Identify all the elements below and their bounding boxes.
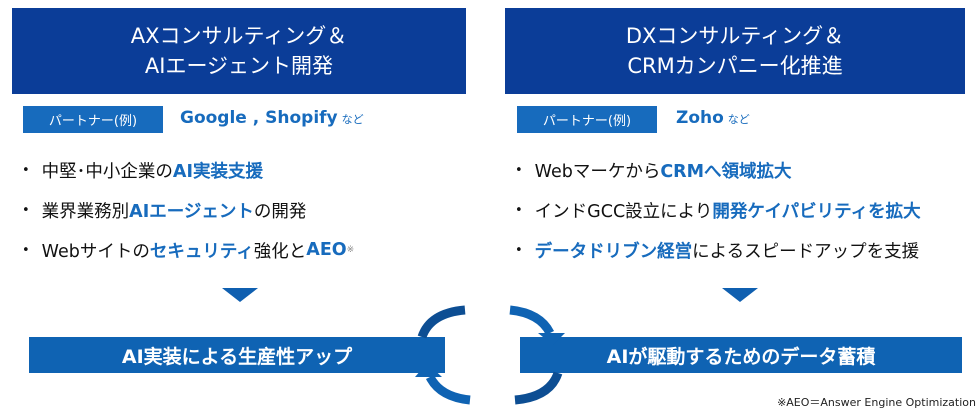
right-header: DXコンサルティング＆ CRMカンパニー化推進 [505, 8, 965, 94]
right-partners-suffix: など [727, 113, 750, 126]
highlighted-text: データドリブン経営 [534, 241, 693, 262]
left-bullet-list: 中堅･中小企業のAI実装支援業界業務別AIエージェントの開発Webサイトのセキュ… [22, 150, 355, 270]
footnote-mark: ※ [346, 245, 355, 255]
right-result-bar: AIが駆動するためのデータ蓄積 [520, 337, 962, 373]
bullet-text: 強化と [253, 241, 307, 262]
cycle-arrows-icon [415, 305, 565, 405]
left-partner-names: Google , Shopify [180, 108, 338, 128]
left-result-bar: AI実装による生産性アップ [29, 337, 445, 373]
highlighted-text: AEO [306, 240, 347, 260]
bullet-text: の開発 [253, 201, 307, 222]
left-partners-suffix: など [341, 113, 364, 126]
left-title-line2: AIエージェント開発 [144, 54, 334, 78]
bullet-text: 中堅･中小企業の [41, 161, 173, 182]
bullet-text: によるスピードアップを支援 [692, 241, 920, 262]
left-down-arrow-icon [222, 288, 258, 302]
left-header: AXコンサルティング＆ AIエージェント開発 [12, 8, 466, 94]
highlighted-text: AI実装支援 [172, 161, 263, 182]
bullet-text: インドGCC設立により [534, 201, 713, 222]
right-title-line2: CRMカンパニー化推進 [627, 54, 843, 78]
right-bullet-list: WebマーケからCRMへ領域拡大インドGCC設立により開発ケイパビリティを拡大デ… [515, 150, 921, 270]
right-partner-badge: パートナー(例) [517, 106, 657, 133]
bullet-text: 業界業務別 [41, 201, 130, 222]
highlighted-text: 開発ケイパビリティを拡大 [712, 201, 921, 222]
right-title-line1: DXコンサルティング＆ [625, 24, 845, 48]
highlighted-text: セキュリティ [149, 241, 254, 262]
right-partner-names: Zoho [676, 108, 724, 128]
highlighted-text: AIエージェント [129, 201, 254, 222]
right-down-arrow-icon [722, 288, 758, 302]
bullet-text: Webサイトの [41, 241, 150, 262]
highlighted-text: CRMへ領域拡大 [660, 161, 792, 182]
bullet-text: Webマーケから [534, 161, 661, 182]
left-title-line1: AXコンサルティング＆ [130, 24, 348, 48]
left-partner-badge: パートナー(例) [23, 106, 163, 133]
footnote: ※AEO＝Answer Engine Optimization [777, 396, 976, 409]
